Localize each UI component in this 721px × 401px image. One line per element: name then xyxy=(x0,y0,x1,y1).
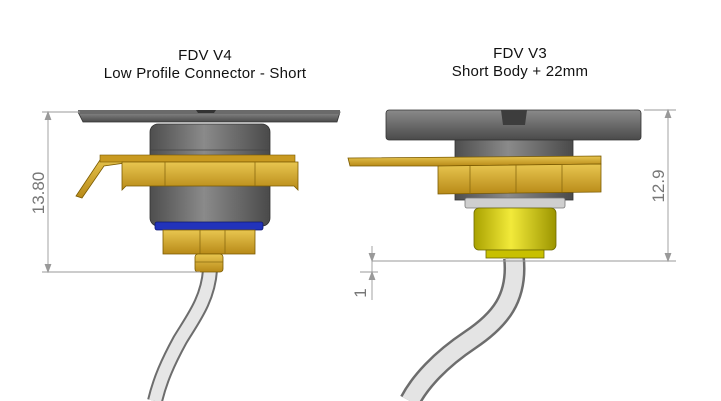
left-hex-nut xyxy=(121,161,299,191)
left-dimension xyxy=(42,110,200,274)
left-stem xyxy=(194,253,224,273)
right-hex-nut xyxy=(437,163,602,195)
right-title-line2: Short Body + 22mm xyxy=(451,63,589,80)
right-dimension-label: 12.9 xyxy=(649,169,668,202)
right-view-title: FDV V3 Short Body + 22mm xyxy=(400,45,640,81)
left-dimension-label: 13.80 xyxy=(29,172,48,215)
left-title-line2: Low Profile Connector - Short xyxy=(103,65,307,82)
left-blue-ring xyxy=(154,221,264,231)
left-lower-nut xyxy=(162,229,256,255)
right-title-line1: FDV V3 xyxy=(493,45,547,62)
left-connector xyxy=(75,110,341,401)
left-title-line1: FDV V4 xyxy=(178,47,232,64)
right-connector xyxy=(347,109,642,401)
right-silver-ring xyxy=(464,197,566,209)
left-view-title: FDV V4 Low Profile Connector - Short xyxy=(60,47,350,83)
right-dimension xyxy=(360,108,676,300)
right-yellow-body xyxy=(473,207,557,251)
right-offset-label: 1 xyxy=(351,288,370,297)
